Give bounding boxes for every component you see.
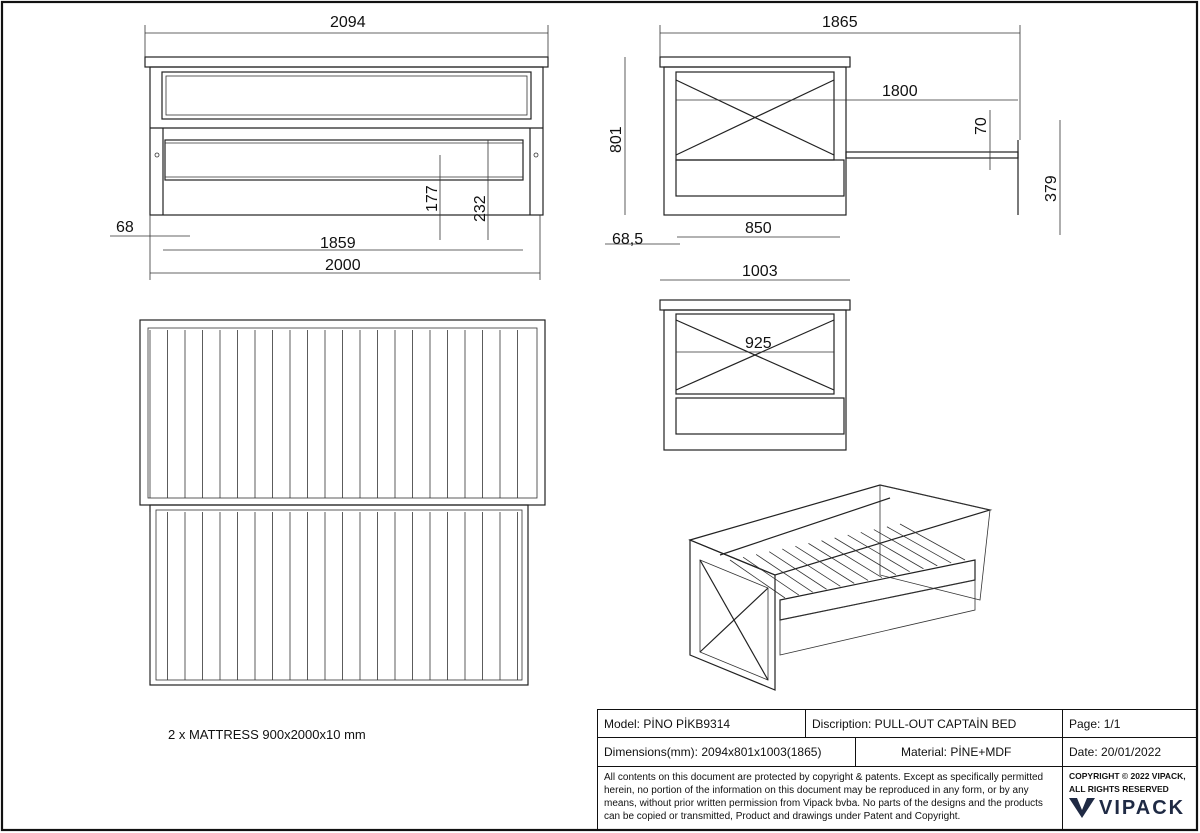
dimensions-cell: Dimensions(mm): 2094x801x1003(1865) — [597, 737, 856, 767]
dim-1865: 1865 — [822, 14, 858, 31]
dim-1800: 1800 — [882, 83, 918, 100]
end-view: 1003 925 — [659, 263, 851, 451]
side-view: 1865 1800 801 70 379 68,5 850 — [605, 14, 1061, 248]
material-cell: Material: PİNE+MDF — [855, 737, 1063, 767]
dim-1859: 1859 — [320, 235, 356, 252]
dim-68: 68 — [116, 219, 134, 236]
dim-70: 70 — [973, 117, 990, 135]
front-view: 2094 68 1859 2000 177 232 — [110, 14, 549, 280]
copyright-line-2: ALL RIGHTS RESERVED — [1069, 784, 1169, 794]
dim-1003: 1003 — [742, 263, 778, 280]
dim-925: 925 — [745, 335, 772, 352]
plan-view — [139, 319, 546, 686]
iso-slat-line — [769, 551, 827, 590]
iso-slat-line — [742, 556, 800, 596]
iso-slat-line — [795, 545, 855, 584]
iso-slat-line — [847, 534, 910, 573]
iso-slat-line — [782, 548, 841, 587]
dim-801: 801 — [608, 126, 625, 153]
legal-notice: All contents on this document are protec… — [597, 766, 1063, 830]
logo-text: VIPACK — [1099, 796, 1186, 819]
dim-2000: 2000 — [325, 257, 361, 274]
iso-slat-line — [834, 537, 896, 575]
dim-177: 177 — [424, 185, 441, 212]
description-cell: Discription: PULL-OUT CAPTAİN BED — [805, 709, 1063, 738]
mattress-note: 2 x MATTRESS 900x2000x10 mm — [168, 727, 366, 742]
iso-slat-line — [729, 559, 786, 599]
title-block: Model: PİNO PİKB9314 Discription: PULL-O… — [597, 709, 1197, 830]
iso-slat-line — [755, 554, 813, 593]
dim-379: 379 — [1043, 175, 1060, 202]
dim-850: 850 — [745, 220, 772, 237]
iso-slat-line — [860, 531, 924, 570]
isometric-view — [688, 484, 993, 691]
vipack-logo: VIPACK — [1069, 798, 1185, 818]
dim-68-5: 68,5 — [612, 231, 643, 248]
model-cell: Model: PİNO PİKB9314 — [597, 709, 806, 738]
iso-slat-line — [808, 543, 869, 581]
iso-slat-line — [873, 529, 938, 567]
copyright-cell: COPYRIGHT © 2022 VIPACK, ALL RIGHTS RESE… — [1062, 766, 1197, 830]
dim-232: 232 — [472, 195, 489, 222]
iso-slat-line — [899, 523, 966, 561]
date-cell: Date: 20/01/2022 — [1062, 737, 1197, 767]
copyright-line-1: COPYRIGHT © 2022 VIPACK, — [1069, 771, 1186, 781]
dim-2094: 2094 — [330, 14, 366, 31]
iso-slat-line — [821, 540, 883, 578]
vipack-logo-icon — [1069, 798, 1095, 818]
iso-slat-line — [886, 526, 952, 564]
page-cell: Page: 1/1 — [1062, 709, 1197, 738]
